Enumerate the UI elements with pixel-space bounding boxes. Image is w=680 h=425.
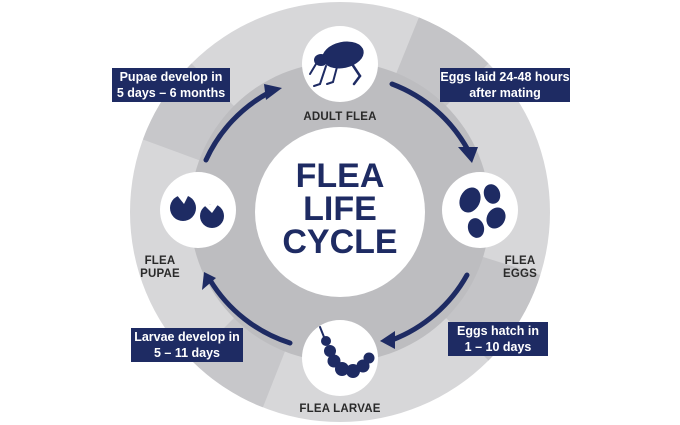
adult-stage-label: ADULT FLEA — [290, 111, 390, 124]
arrowhead-adult — [264, 84, 282, 100]
pupae-stage-label: FLEA PUPAE — [130, 255, 190, 281]
pupae-to-adult-box: Pupae develop in 5 days – 6 months — [112, 68, 230, 102]
larvae-to-pupae-line-2: 5 – 11 days — [153, 346, 221, 360]
arrow-heads — [202, 84, 478, 349]
eggs-stage-label: FLEA EGGS — [490, 255, 550, 281]
title-line-2: LIFE — [303, 190, 377, 228]
pupae-to-adult-line-1: Pupae develop in — [119, 70, 223, 84]
adult-to-eggs-line-1: Eggs laid 24-48 hours — [440, 70, 570, 84]
title-line-3: CYCLE — [282, 223, 398, 261]
pupae-icon — [170, 192, 224, 228]
eggs-label-line-2: EGGS — [502, 268, 538, 280]
arrow-pupae-to-adult — [203, 89, 273, 163]
adult-to-eggs-box: Eggs laid 24-48 hours after mating — [440, 68, 570, 102]
larvae-label-text: FLEA LARVAE — [299, 403, 381, 415]
title-line-1: FLEA — [295, 157, 385, 195]
larvae-to-pupae-box: Larvae develop in 5 – 11 days — [131, 328, 243, 362]
cycle-arrows — [203, 81, 471, 346]
flea-icon — [309, 41, 364, 87]
center-title: FLEA LIFE CYCLE — [270, 157, 410, 261]
larvae-stage-label: FLEA LARVAE — [285, 403, 395, 416]
arrow-larvae-to-pupae — [207, 277, 293, 346]
adult-label-text: ADULT FLEA — [303, 111, 377, 123]
arrowhead-larvae — [380, 331, 395, 349]
eggs-to-larvae-line-2: 1 – 10 days — [464, 340, 532, 354]
arrow-eggs-to-larvae — [389, 272, 470, 343]
center-circle — [255, 127, 425, 297]
arrowhead-pupae — [202, 272, 216, 290]
adult-to-eggs-line-2: after mating — [469, 86, 541, 100]
arrow-adult-to-eggs — [389, 81, 471, 153]
eggs-to-larvae-line-1: Eggs hatch in — [457, 324, 539, 338]
eggs-label-line-1: FLEA — [504, 255, 536, 267]
larva-icon — [319, 326, 375, 378]
pupae-stage-circle — [160, 172, 236, 248]
pupae-label-line-2: PUPAE — [140, 268, 180, 280]
eggs-icon — [459, 184, 506, 238]
pupae-label-line-1: FLEA — [144, 255, 176, 267]
larvae-stage-circle — [302, 320, 378, 396]
pupae-to-adult-line-2: 5 days – 6 months — [116, 86, 226, 100]
eggs-to-larvae-box: Eggs hatch in 1 – 10 days — [448, 322, 548, 356]
arrowhead-eggs — [458, 147, 478, 163]
larvae-to-pupae-line-1: Larvae develop in — [134, 330, 240, 344]
